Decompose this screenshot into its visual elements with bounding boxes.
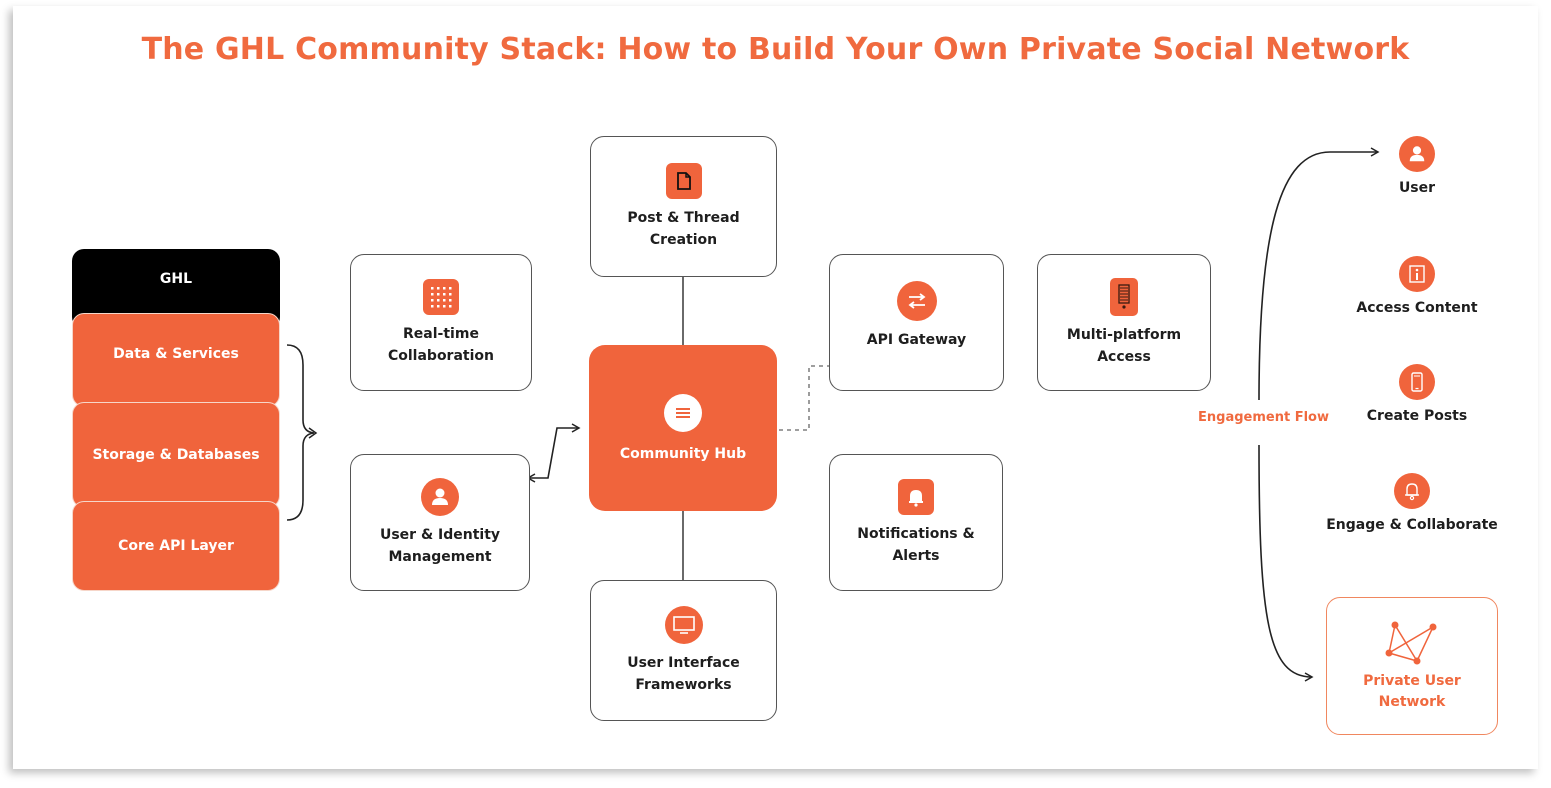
stack-layer-label: Data & Services [113,346,239,362]
network-icon [1385,621,1437,665]
monitor-icon [664,605,703,644]
stack-header-label: GHL [159,271,193,287]
hub-label: Community Hub [619,446,747,462]
community-hub: Community Hub [589,345,777,511]
page-title: The GHL Community Stack: How to Build Yo… [141,32,1410,67]
flow-step-access-content: Access Content [1327,256,1507,316]
bell-icon [898,478,934,515]
user-icon [421,477,459,516]
swap-arrows-icon [896,281,937,321]
component-notifications-alerts: Notifications &Alerts [829,454,1003,591]
stack-layer-label: Storage & Databases [92,447,260,463]
tablet-icon [1110,277,1138,316]
grid-icon [423,278,459,315]
engagement-flow-label: Engagement Flow [1198,410,1329,425]
flow-step-user: User [1327,136,1507,196]
info-icon [1399,256,1435,292]
stack-layer-core-api: Core API Layer [72,501,280,591]
user-icon [1399,136,1435,172]
bell-icon [1394,473,1430,509]
phone-icon [1399,364,1435,400]
menu-icon [664,394,702,432]
flow-step-create-posts: Create Posts [1327,364,1507,424]
stack-layer-storage-databases: Storage & Databases [72,402,280,508]
component-api-gateway: API Gateway [829,254,1004,391]
stack-layer-data-services: Data & Services [72,313,280,407]
document-icon [665,162,702,199]
flow-step-engage-collaborate: Engage & Collaborate [1322,473,1502,533]
stack-layer-label: Core API Layer [118,538,234,554]
